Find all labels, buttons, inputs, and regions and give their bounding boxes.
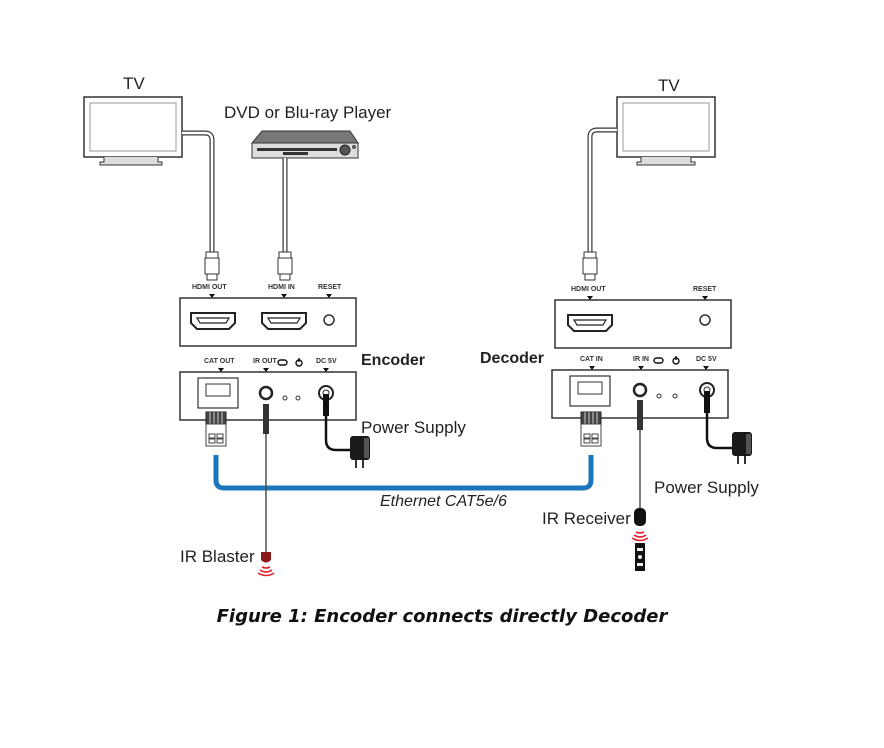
- tv-right: [616, 96, 716, 166]
- ir-in-port: [632, 382, 648, 398]
- encoder-front-panel: [179, 294, 357, 347]
- decoder-cat-in-label: CAT IN: [580, 356, 603, 363]
- decoder-reset-label: RESET: [693, 286, 717, 293]
- ir-blaster-label: IR Blaster: [180, 547, 255, 566]
- ir-receiver-label: IR Receiver: [542, 509, 631, 528]
- ir-receiver-cable: [631, 400, 649, 571]
- ethernet-label: Ethernet CAT5e/6: [380, 493, 507, 510]
- ir-out-port: [258, 385, 274, 401]
- decoder-front-panel: [554, 296, 732, 349]
- power-supply-right-label: Power Supply: [654, 478, 759, 497]
- link-icon: [653, 357, 664, 364]
- cat-in-port: [569, 375, 611, 407]
- decoder-hdmi-out-label: HDMI OUT: [571, 286, 606, 293]
- tv-right-label: TV: [658, 76, 680, 95]
- decoder-ir-in-label: IR IN: [633, 356, 649, 363]
- hdmi-out-port: [190, 312, 236, 330]
- encoder-power-cable: [323, 394, 371, 469]
- hdmi-cable-dvd: [277, 158, 293, 281]
- cat-out-port: [197, 377, 239, 409]
- power-adapter-icon: [349, 435, 371, 469]
- tv-left-label: TV: [123, 74, 145, 93]
- decoder-label: Decoder: [480, 350, 545, 367]
- ir-blaster-icon: [261, 552, 271, 563]
- ethernet-cable: [205, 411, 602, 491]
- link-icon: [277, 359, 288, 366]
- power-supply-left-label: Power Supply: [361, 418, 466, 437]
- encoder-cat-out-label: CAT OUT: [204, 358, 235, 365]
- encoder-hdmi-in-label: HDMI IN: [268, 284, 295, 291]
- hdmi-in-port: [261, 312, 307, 330]
- encoder-dc5v-label: DC 5V: [316, 358, 337, 365]
- decoder-dc5v-label: DC 5V: [696, 356, 717, 363]
- encoder-hdmi-out-label: HDMI OUT: [192, 284, 227, 291]
- hdmi-out-port: [567, 314, 613, 332]
- dvd-player-label: DVD or Blu-ray Player: [224, 103, 392, 122]
- power-adapter-icon: [731, 431, 753, 465]
- hdmi-cable-tv-left: [182, 130, 220, 281]
- reset-button: [323, 314, 335, 326]
- encoder-reset-label: RESET: [318, 284, 342, 291]
- dvd-player: [250, 130, 359, 159]
- figure-caption: Figure 1: Encoder connects directly Deco…: [216, 606, 668, 627]
- encoder-label: Encoder: [361, 352, 426, 369]
- hdmi-cable-tv-right: [582, 127, 617, 281]
- ir-blaster-cable: [257, 404, 275, 577]
- ir-receiver-icon: [634, 508, 646, 526]
- reset-button: [699, 314, 711, 326]
- tv-left: [83, 96, 183, 166]
- decoder-power-cable: [704, 391, 753, 465]
- encoder-ir-out-label: IR OUT: [253, 358, 277, 365]
